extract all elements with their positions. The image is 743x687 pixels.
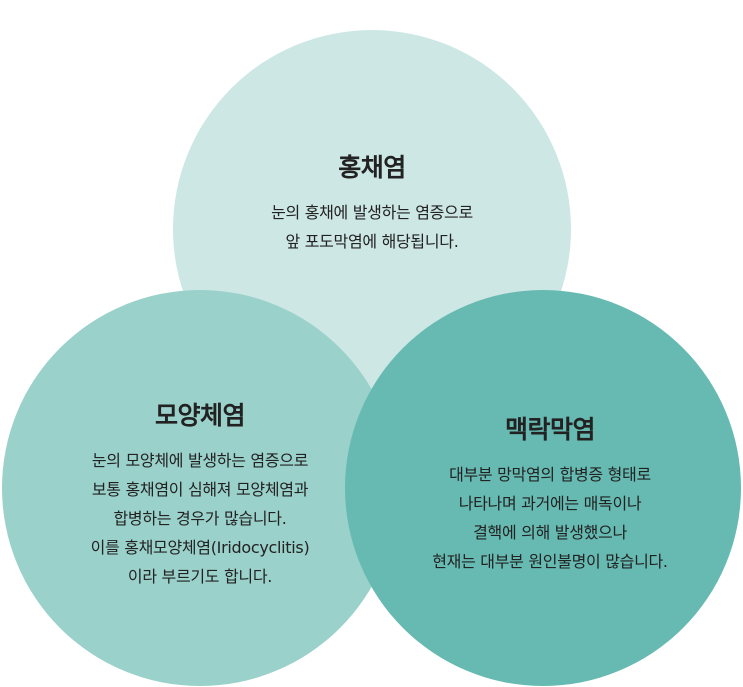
cyclitis-desc-line: 이를 홍채모양체염(Iridocyclitis) xyxy=(90,538,310,557)
choroiditis-title: 맥락막염 xyxy=(504,415,596,444)
choroiditis-desc-line: 대부분 망막염의 합병증 형태로 xyxy=(449,465,651,484)
cyclitis-desc-line: 이라 부르기도 합니다. xyxy=(127,567,273,586)
cyclitis-desc-line: 눈의 모양체에 발생하는 염증으로 xyxy=(91,451,309,470)
iritis-title: 홍채염 xyxy=(338,153,406,182)
circle-choroiditis xyxy=(345,290,741,686)
cyclitis-title: 모양체염 xyxy=(154,401,246,430)
circle-cyclitis xyxy=(2,290,398,686)
iritis-desc-line: 눈의 홍채에 발생하는 염증으로 xyxy=(271,203,473,222)
cyclitis-text-block: 모양체염 눈의 모양체에 발생하는 염증으로 보통 홍채염이 심해져 모양체염과… xyxy=(30,396,370,591)
choroiditis-desc-line: 현재는 대부분 원인불명이 많습니다. xyxy=(432,552,668,571)
choroiditis-text-block: 맥락막염 대부분 망막염의 합병증 형태로 나타나며 과거에는 매독이나 결핵에… xyxy=(385,410,715,576)
choroiditis-description: 대부분 망막염의 합병증 형태로 나타나며 과거에는 매독이나 결핵에 의해 발… xyxy=(385,460,715,576)
cyclitis-desc-line: 보통 홍채염이 심해져 모양체염과 xyxy=(91,480,309,499)
iritis-text-block: 홍채염 눈의 홍채에 발생하는 염증으로 앞 포도막염에 해당됩니다. xyxy=(222,148,522,256)
choroiditis-desc-line: 결핵에 의해 발생했으나 xyxy=(473,523,627,542)
iritis-desc-line: 앞 포도막염에 해당됩니다. xyxy=(285,232,459,251)
cyclitis-desc-line: 합병하는 경우가 많습니다. xyxy=(113,509,287,528)
cyclitis-description: 눈의 모양체에 발생하는 염증으로 보통 홍채염이 심해져 모양체염과 합병하는… xyxy=(30,446,370,591)
choroiditis-desc-line: 나타나며 과거에는 매독이나 xyxy=(458,494,642,513)
iritis-description: 눈의 홍채에 발생하는 염증으로 앞 포도막염에 해당됩니다. xyxy=(222,198,522,256)
